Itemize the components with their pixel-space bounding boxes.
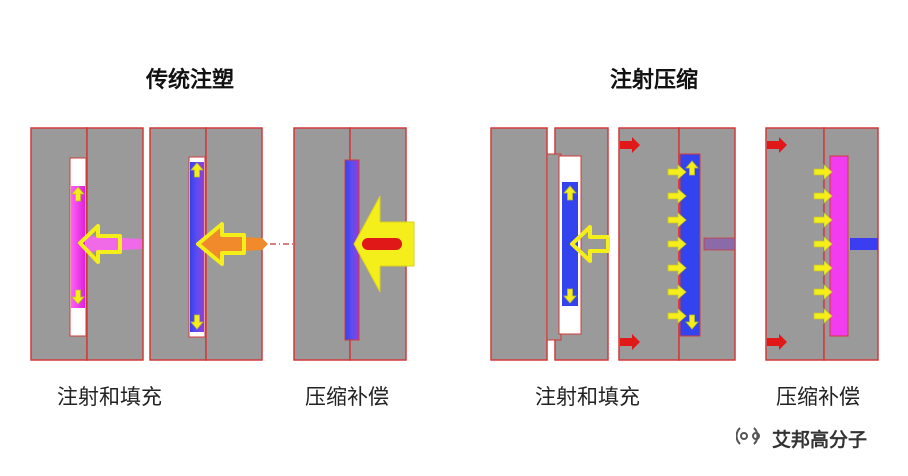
stage-compression-compensation — [765, 127, 879, 361]
stage-compression-press — [618, 127, 736, 361]
melt-filled — [829, 155, 849, 337]
stage-traditional-compensation — [293, 127, 415, 361]
runner-melt — [86, 236, 142, 252]
nozzle-melt — [703, 237, 736, 251]
caption-compression-compensation: 压缩补偿 — [776, 385, 860, 409]
nozzle-melt — [850, 238, 878, 250]
melt-front — [71, 186, 85, 308]
title-traditional-injection: 传统注塑 — [146, 68, 235, 93]
mold-left-half — [490, 127, 548, 361]
injection-arrow-icon — [570, 225, 610, 263]
stage-traditional-pack — [149, 127, 268, 361]
watermark-text: 艾邦高分子 — [772, 429, 868, 451]
stage-traditional-fill — [30, 127, 144, 361]
melt-filled — [190, 162, 204, 332]
caption-compression-fill: 注射和填充 — [535, 385, 640, 409]
packing-melt — [362, 238, 402, 250]
injection-arrow-icon — [78, 224, 122, 264]
caption-traditional-fill: 注射和填充 — [57, 385, 162, 409]
injection-arrow-icon — [196, 222, 246, 266]
stage-compression-fill — [490, 127, 610, 361]
title-injection-compression: 注射压缩 — [610, 68, 699, 93]
mold-left-half — [293, 127, 351, 361]
wechat-official-account-icon — [736, 427, 760, 445]
caption-traditional-compensation: 压缩补偿 — [305, 385, 389, 409]
